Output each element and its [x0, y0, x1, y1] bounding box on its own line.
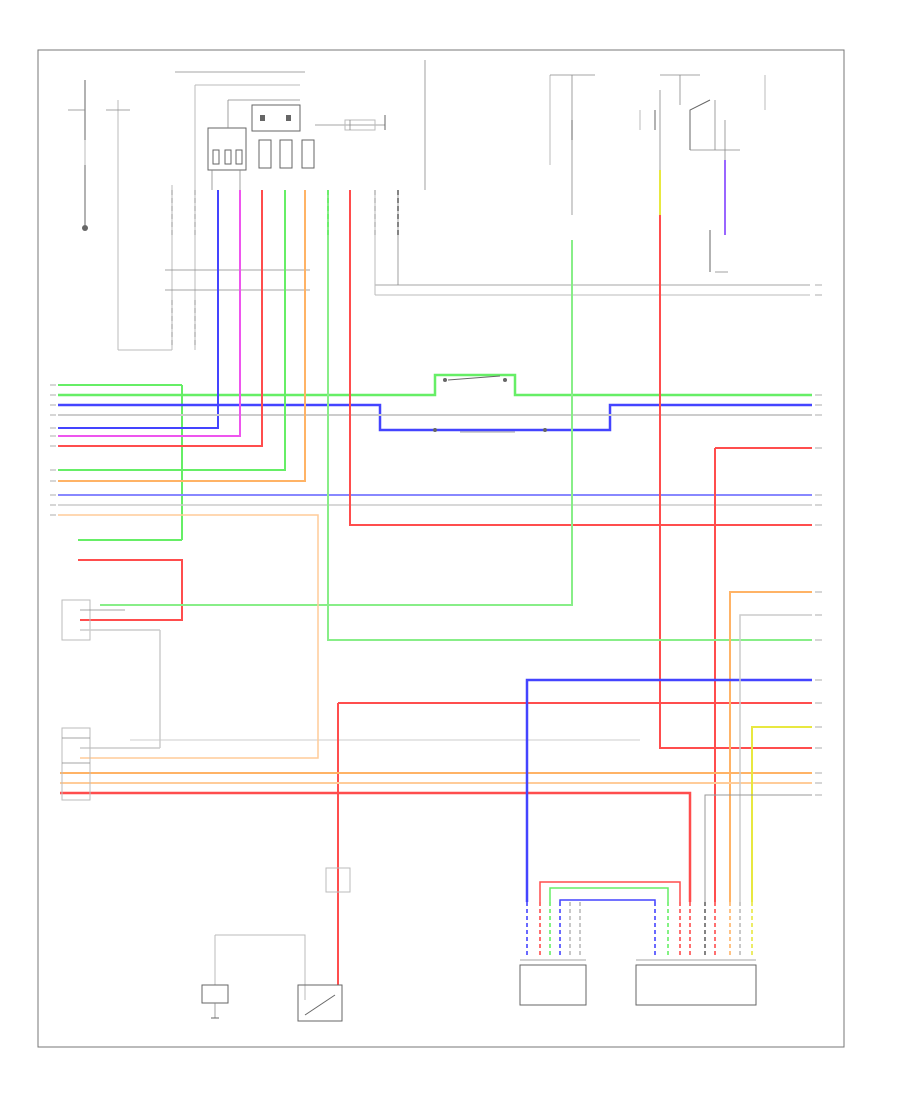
fuse-2	[279, 139, 293, 169]
connector-a-box	[61, 599, 91, 641]
wire-green-main	[58, 373, 812, 541]
fuse-3	[301, 139, 315, 169]
top-right-fuse-group	[549, 74, 766, 273]
ground-terminal	[82, 225, 88, 231]
fuse-1	[258, 139, 272, 169]
diagram-frame	[37, 49, 845, 1048]
sensor-box	[201, 984, 229, 1004]
pin-stubs	[526, 902, 753, 955]
wire-gray-main	[58, 414, 812, 741]
fuse-link	[344, 119, 376, 131]
left-connector-b	[61, 727, 91, 801]
relay-box	[207, 127, 247, 171]
inline-fuse	[325, 867, 351, 893]
relay-bottom	[297, 984, 343, 1022]
right-terminal-ticks	[815, 284, 822, 796]
connector-c-box	[519, 964, 587, 1006]
wire-magenta	[58, 190, 241, 437]
left-terminal-ticks	[50, 384, 56, 516]
left-connector-a	[61, 599, 161, 749]
wire-gray-right	[704, 614, 812, 902]
wire-red	[58, 170, 812, 985]
bottom-left-components	[201, 867, 351, 1022]
top-left-sensor-group	[68, 80, 130, 350]
wire-blue-main	[58, 190, 812, 496]
wire-orange	[58, 190, 812, 902]
fuse-holder	[251, 104, 301, 132]
relay-block	[207, 99, 386, 190]
bottom-right-connector-right	[635, 959, 757, 1006]
wire-yellow	[659, 170, 812, 902]
wire-green-branches	[58, 190, 812, 902]
wire-blue-branches	[525, 678, 812, 903]
upper-harness	[118, 120, 351, 351]
connector-d-box	[635, 964, 757, 1006]
switch-symbols-mid	[433, 375, 547, 433]
bottom-right-connector-left	[519, 959, 587, 1006]
connector-b-box	[61, 727, 91, 801]
